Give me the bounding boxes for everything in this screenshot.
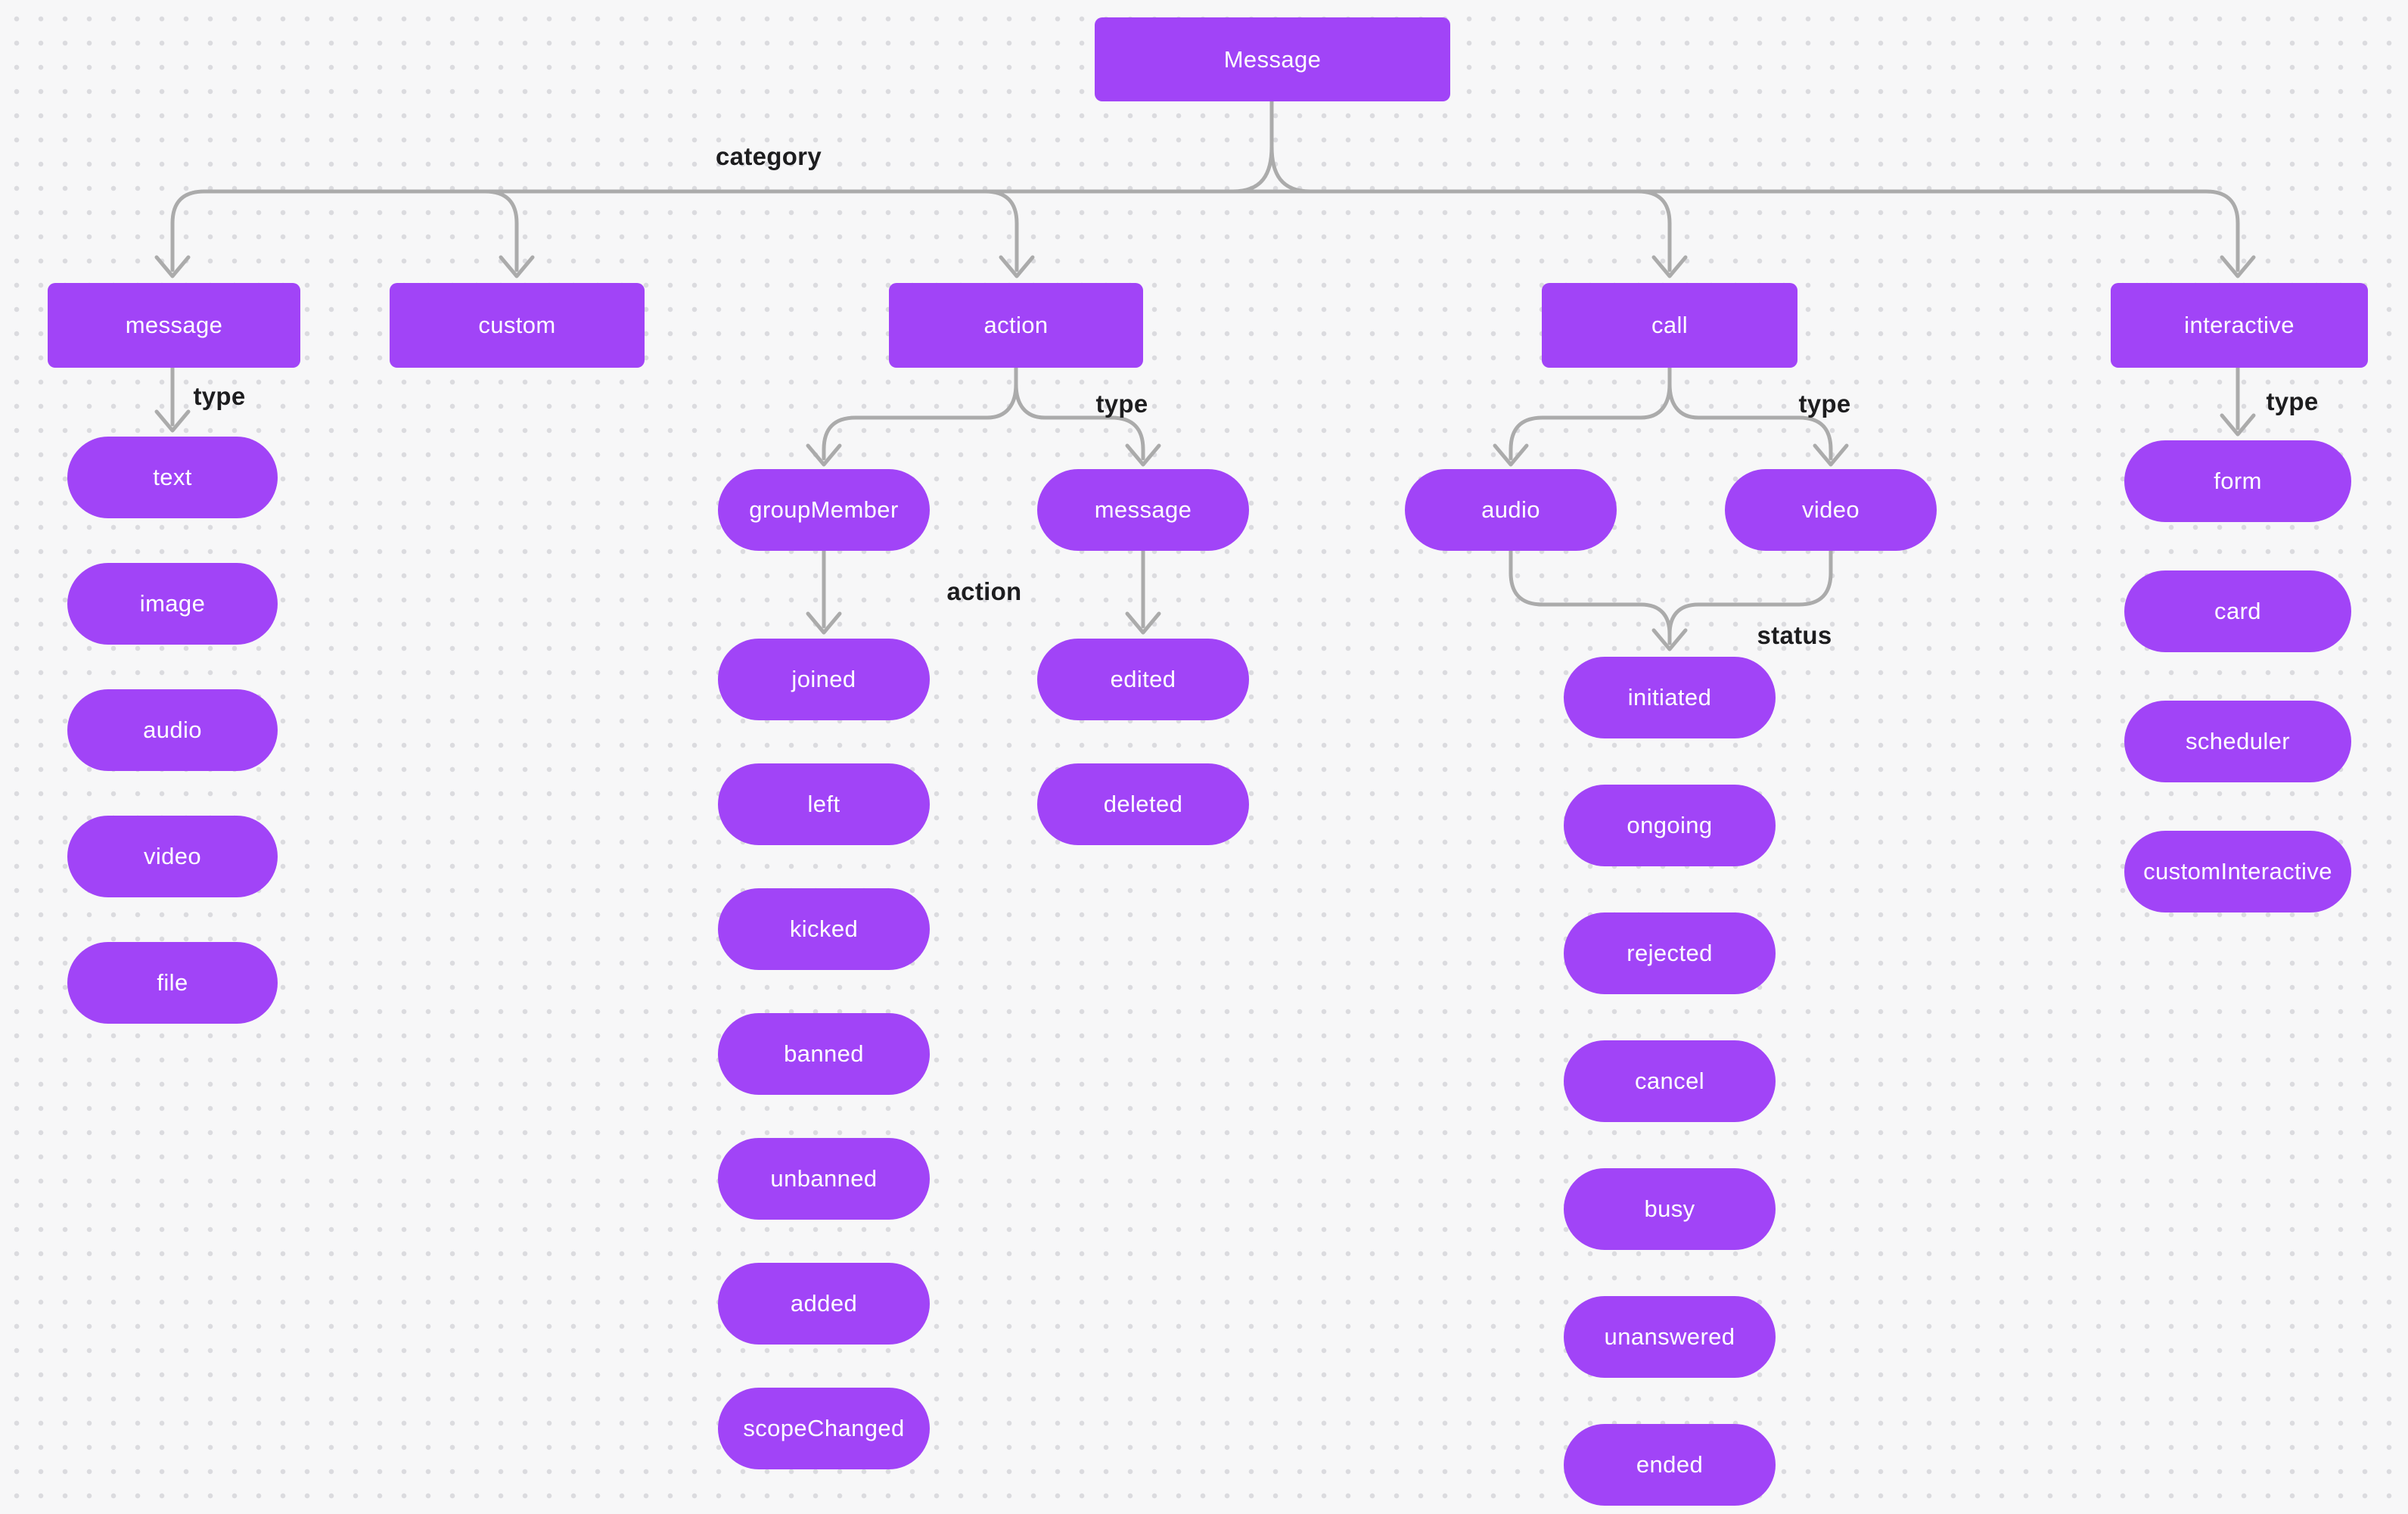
node-interactive-type-custominteractive[interactable]: customInteractive xyxy=(2124,831,2351,912)
arrowhead-action xyxy=(999,255,1035,278)
edge-label-call-type: type xyxy=(1798,390,1851,418)
node-type-text[interactable]: text xyxy=(67,437,278,518)
edge-action-split-left xyxy=(822,365,1018,461)
node-gm-action-scopechanged[interactable]: scopeChanged xyxy=(718,1388,930,1469)
node-action-type-groupmember[interactable]: groupMember xyxy=(718,469,930,551)
edge-label-interactive-type: type xyxy=(2266,387,2319,415)
node-gm-action-unbanned[interactable]: unbanned xyxy=(718,1138,930,1220)
node-call-status-ongoing[interactable]: ongoing xyxy=(1564,785,1776,866)
edge-call-split-right xyxy=(1667,365,1833,461)
arrowhead-action-message xyxy=(1125,443,1161,467)
node-call-status-unanswered[interactable]: unanswered xyxy=(1564,1296,1776,1378)
node-interactive-type-form[interactable]: form xyxy=(2124,440,2351,522)
arrowhead-call xyxy=(1651,255,1688,278)
node-call-status-cancel[interactable]: cancel xyxy=(1564,1040,1776,1122)
node-call-type-audio[interactable]: audio xyxy=(1405,469,1617,551)
node-gm-action-banned[interactable]: banned xyxy=(718,1013,930,1095)
arrowhead-form xyxy=(2220,413,2256,437)
node-category-action[interactable]: action xyxy=(889,283,1143,368)
node-type-audio[interactable]: audio xyxy=(67,689,278,771)
node-call-status-rejected[interactable]: rejected xyxy=(1564,912,1776,994)
node-call-type-video[interactable]: video xyxy=(1725,469,1937,551)
arrowhead-custom xyxy=(499,255,535,278)
edge-merge-video xyxy=(1667,549,1833,645)
edge-drop-custom xyxy=(483,189,519,272)
node-type-file[interactable]: file xyxy=(67,942,278,1024)
node-category-call[interactable]: call xyxy=(1542,283,1797,368)
edge-root-stem-left xyxy=(1231,99,1274,194)
edge-label-group-member-action: action xyxy=(946,577,1022,605)
node-category-message[interactable]: message xyxy=(48,283,300,368)
edge-action-split-right xyxy=(1014,365,1145,461)
arrowhead-audio xyxy=(1493,443,1529,467)
edge-call-split-left xyxy=(1508,365,1672,461)
edge-category-trunk xyxy=(170,189,2240,272)
node-gm-action-left[interactable]: left xyxy=(718,763,930,845)
arrowhead-interactive xyxy=(2220,255,2256,278)
node-call-status-initiated[interactable]: initiated xyxy=(1564,657,1776,738)
edge-label-category: category xyxy=(716,142,822,170)
node-gm-action-kicked[interactable]: kicked xyxy=(718,888,930,970)
node-action-type-message[interactable]: message xyxy=(1037,469,1249,551)
arrowhead-edited xyxy=(1125,611,1161,635)
arrowhead-text xyxy=(154,409,191,433)
node-root-message[interactable]: Message xyxy=(1095,17,1450,101)
node-call-status-busy[interactable]: busy xyxy=(1564,1168,1776,1250)
node-interactive-type-card[interactable]: card xyxy=(2124,570,2351,652)
edge-drop-action xyxy=(983,189,1019,272)
node-type-video[interactable]: video xyxy=(67,816,278,897)
arrowhead-message xyxy=(154,255,191,278)
edge-label-message-type: type xyxy=(193,382,246,410)
edge-label-action-type: type xyxy=(1095,390,1148,418)
arrowhead-initiated xyxy=(1651,628,1688,651)
edge-drop-call xyxy=(1636,189,1672,272)
arrowhead-video xyxy=(1813,443,1849,467)
node-msg-action-deleted[interactable]: deleted xyxy=(1037,763,1249,845)
node-interactive-type-scheduler[interactable]: scheduler xyxy=(2124,701,2351,782)
node-gm-action-added[interactable]: added xyxy=(718,1263,930,1345)
node-category-custom[interactable]: custom xyxy=(390,283,645,368)
edge-root-stem-right xyxy=(1269,99,1313,194)
node-category-interactive[interactable]: interactive xyxy=(2111,283,2368,368)
node-gm-action-joined[interactable]: joined xyxy=(718,639,930,720)
edge-label-call-status: status xyxy=(1757,621,1832,649)
node-type-image[interactable]: image xyxy=(67,563,278,645)
arrowhead-joined xyxy=(806,611,842,635)
edge-merge-audio xyxy=(1508,549,1672,645)
arrowhead-groupmember xyxy=(806,443,842,467)
node-call-status-ended[interactable]: ended xyxy=(1564,1424,1776,1506)
node-msg-action-edited[interactable]: edited xyxy=(1037,639,1249,720)
